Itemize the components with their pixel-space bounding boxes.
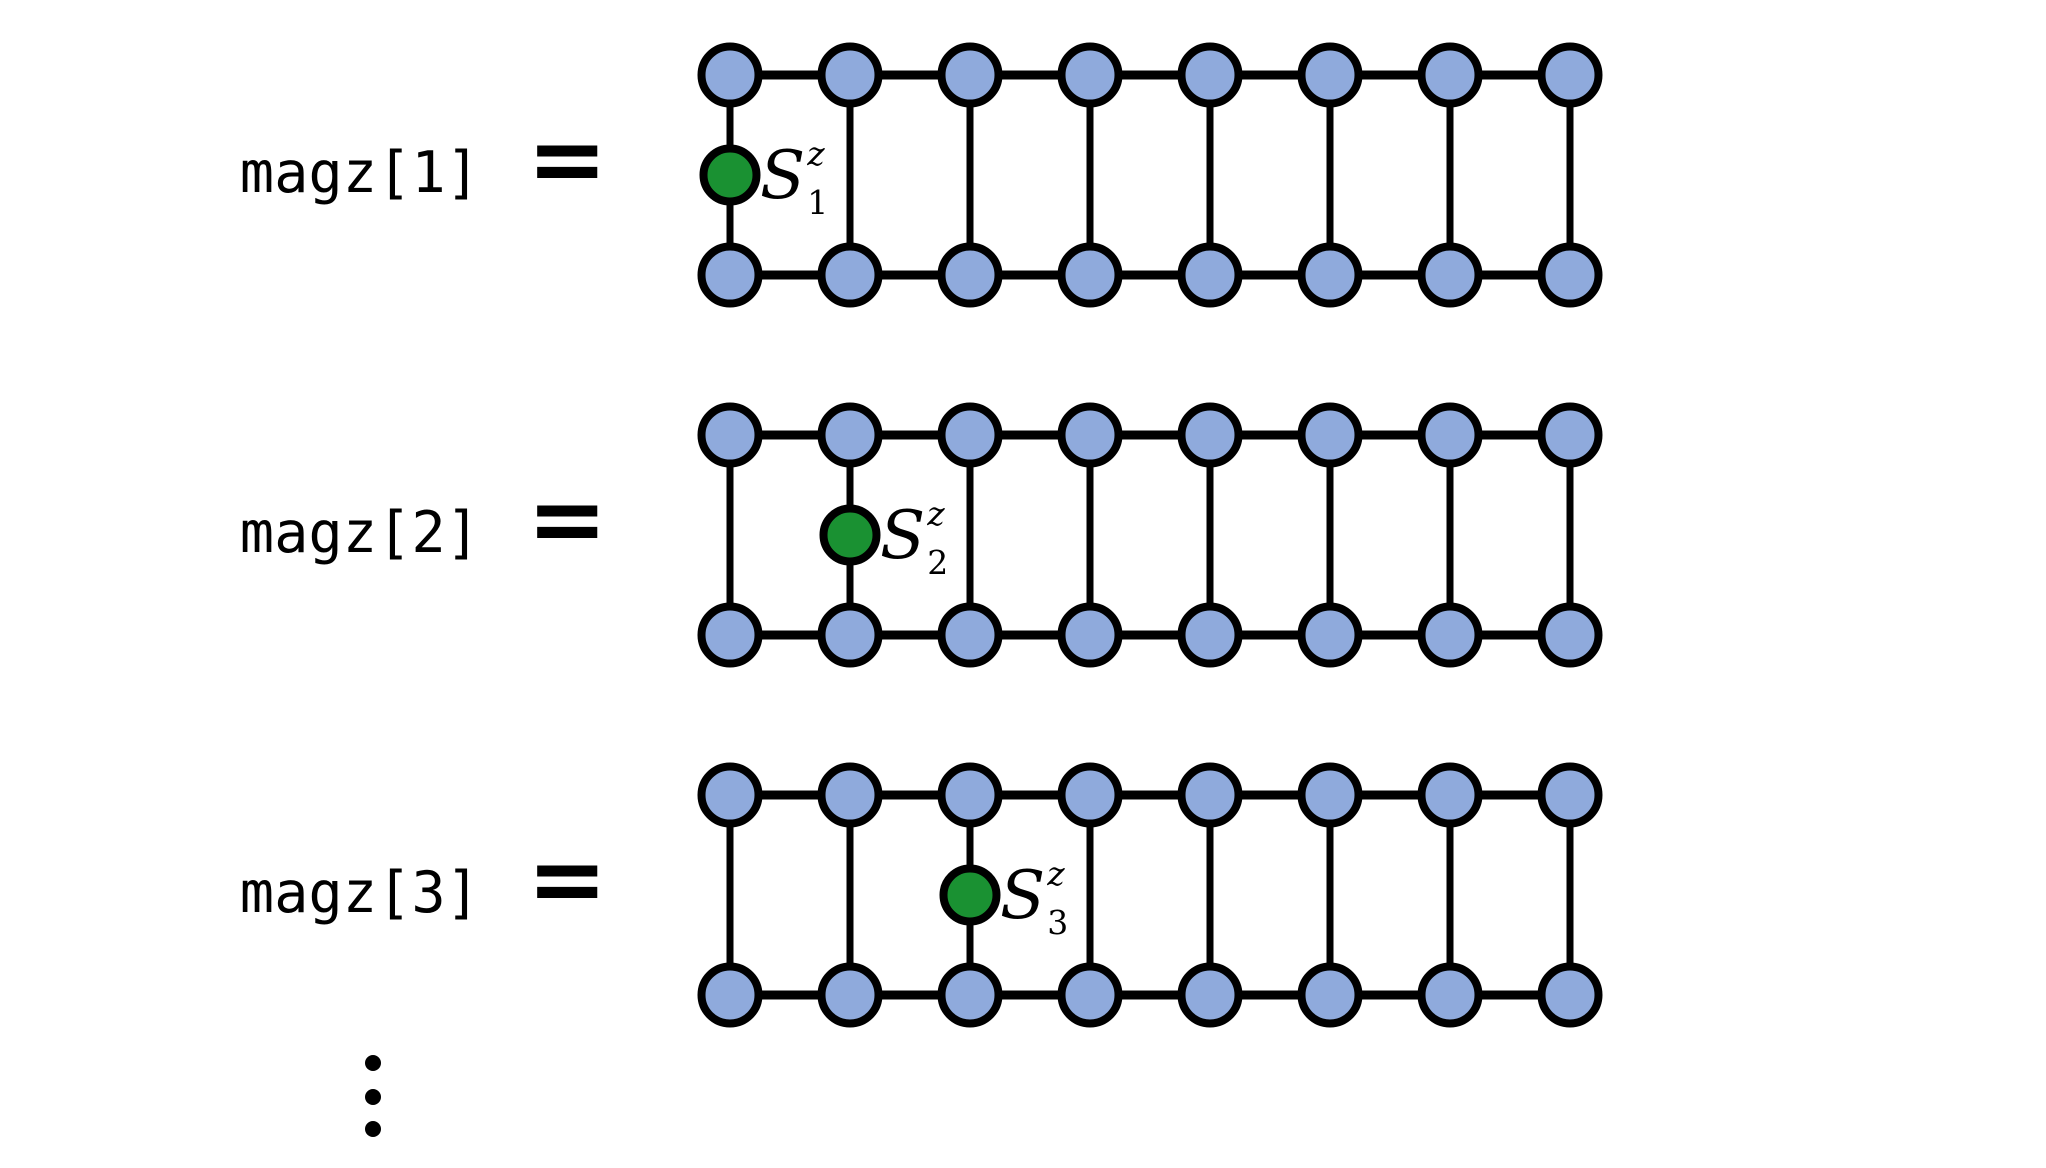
operator-node	[819, 504, 881, 566]
site-node	[697, 402, 763, 468]
site-node	[1417, 962, 1483, 1028]
ellipsis-dot	[365, 1089, 381, 1105]
site-node	[1417, 42, 1483, 108]
operator-scripts: z 3	[1047, 857, 1068, 939]
site-node	[1057, 402, 1123, 468]
site-node	[1417, 242, 1483, 308]
site-node	[817, 962, 883, 1028]
site-node	[1057, 762, 1123, 828]
ladder-diagram-1	[697, 42, 1603, 308]
site-node	[697, 602, 763, 668]
magz-label-3: magz[3]	[239, 860, 480, 926]
magz-label-2: magz[2]	[239, 500, 480, 566]
site-node	[1177, 762, 1243, 828]
site-node	[1537, 962, 1603, 1028]
site-node	[817, 402, 883, 468]
site-node	[937, 762, 1003, 828]
site-node	[1057, 42, 1123, 108]
equation-row-1: magz[1] = S z 1	[0, 25, 2046, 325]
site-node	[937, 242, 1003, 308]
site-node	[817, 762, 883, 828]
site-node	[697, 962, 763, 1028]
site-node	[1417, 402, 1483, 468]
operator-superscript: z	[927, 494, 945, 533]
operator-symbol: S	[1000, 857, 1046, 934]
ladder-diagram-3	[697, 762, 1603, 1028]
site-node	[1537, 242, 1603, 308]
site-node	[697, 242, 763, 308]
site-node	[817, 242, 883, 308]
site-node	[697, 762, 763, 828]
equals-sign: =	[527, 103, 608, 215]
operator-superscript: z	[807, 134, 825, 173]
site-node	[1537, 762, 1603, 828]
equals-sign: =	[527, 823, 608, 935]
site-node	[1177, 602, 1243, 668]
site-node	[937, 402, 1003, 468]
site-node	[1537, 42, 1603, 108]
operator-subscript: 3	[1047, 903, 1069, 942]
site-node	[1297, 762, 1363, 828]
equation-row-3: magz[3] = S z 3	[0, 745, 2046, 1045]
ladder-diagram-2	[697, 402, 1603, 668]
operator-subscript: 1	[807, 183, 829, 222]
site-node	[1177, 242, 1243, 308]
operator-symbol: S	[880, 497, 926, 574]
operator-node	[939, 864, 1001, 926]
operator-scripts: z 1	[807, 137, 828, 219]
ellipsis-dot	[365, 1055, 381, 1071]
site-node	[937, 962, 1003, 1028]
vertical-ellipsis	[365, 1055, 381, 1137]
site-node	[1297, 962, 1363, 1028]
site-node	[697, 42, 763, 108]
site-node	[1297, 602, 1363, 668]
site-node	[1177, 962, 1243, 1028]
site-node	[1537, 402, 1603, 468]
site-node	[1177, 402, 1243, 468]
site-node	[817, 602, 883, 668]
operator-node	[699, 144, 761, 206]
magz-label-1: magz[1]	[239, 140, 480, 206]
ellipsis-dot	[365, 1121, 381, 1137]
operator-subscript: 2	[927, 543, 949, 582]
operator-label-2: S z 2	[880, 497, 948, 579]
equals-sign: =	[527, 463, 608, 575]
operator-symbol: S	[760, 137, 806, 214]
site-node	[1177, 42, 1243, 108]
site-node	[1297, 42, 1363, 108]
site-node	[1057, 242, 1123, 308]
site-node	[937, 42, 1003, 108]
operator-scripts: z 2	[927, 497, 948, 579]
site-node	[1417, 762, 1483, 828]
operator-label-3: S z 3	[1000, 857, 1068, 939]
site-node	[1057, 602, 1123, 668]
site-node	[1297, 242, 1363, 308]
site-node	[817, 42, 883, 108]
site-node	[1057, 962, 1123, 1028]
operator-superscript: z	[1047, 854, 1065, 893]
site-node	[1297, 402, 1363, 468]
operator-label-1: S z 1	[760, 137, 828, 219]
site-node	[1417, 602, 1483, 668]
equation-row-2: magz[2] = S z 2	[0, 385, 2046, 685]
site-node	[1537, 602, 1603, 668]
site-node	[937, 602, 1003, 668]
